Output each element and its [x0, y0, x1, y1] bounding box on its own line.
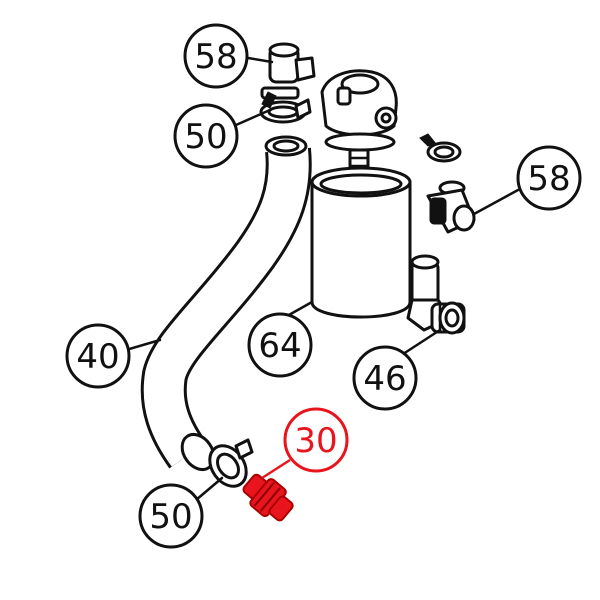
hose-part-40[interactable] [140, 135, 312, 476]
callout-64: 64 [247, 312, 313, 378]
callout-label: 58 [527, 159, 570, 199]
callout-label: 64 [258, 326, 301, 366]
callout-label: 50 [184, 117, 227, 157]
callout-label: 30 [294, 421, 337, 461]
callout-label: 40 [76, 337, 119, 377]
elbow-fitting-part-46[interactable] [406, 254, 466, 335]
callout-label: 50 [149, 497, 192, 537]
callout-58-right: 58 [516, 145, 582, 211]
fitting-part-58-right[interactable] [426, 180, 476, 234]
filter-bowl-part-64[interactable] [310, 166, 412, 319]
hose-clamp-part-50-bottom[interactable] [202, 438, 254, 493]
filter-head[interactable] [320, 69, 398, 152]
fitting-part-30-highlighted[interactable] [238, 468, 298, 526]
fitting-part-58-top[interactable] [260, 42, 316, 100]
callout-30-highlighted: 30 [283, 407, 349, 473]
callout-58-top: 58 [183, 23, 249, 89]
hose-clamp-right[interactable] [419, 133, 462, 163]
hose-clamp-part-50-top[interactable] [259, 91, 312, 124]
callout-50-bottom: 50 [138, 483, 204, 549]
callout-label: 46 [363, 359, 406, 399]
callout-46: 46 [352, 345, 418, 411]
callout-40: 40 [65, 323, 131, 389]
callout-label: 58 [194, 37, 237, 77]
callout-50-top: 50 [173, 103, 239, 169]
